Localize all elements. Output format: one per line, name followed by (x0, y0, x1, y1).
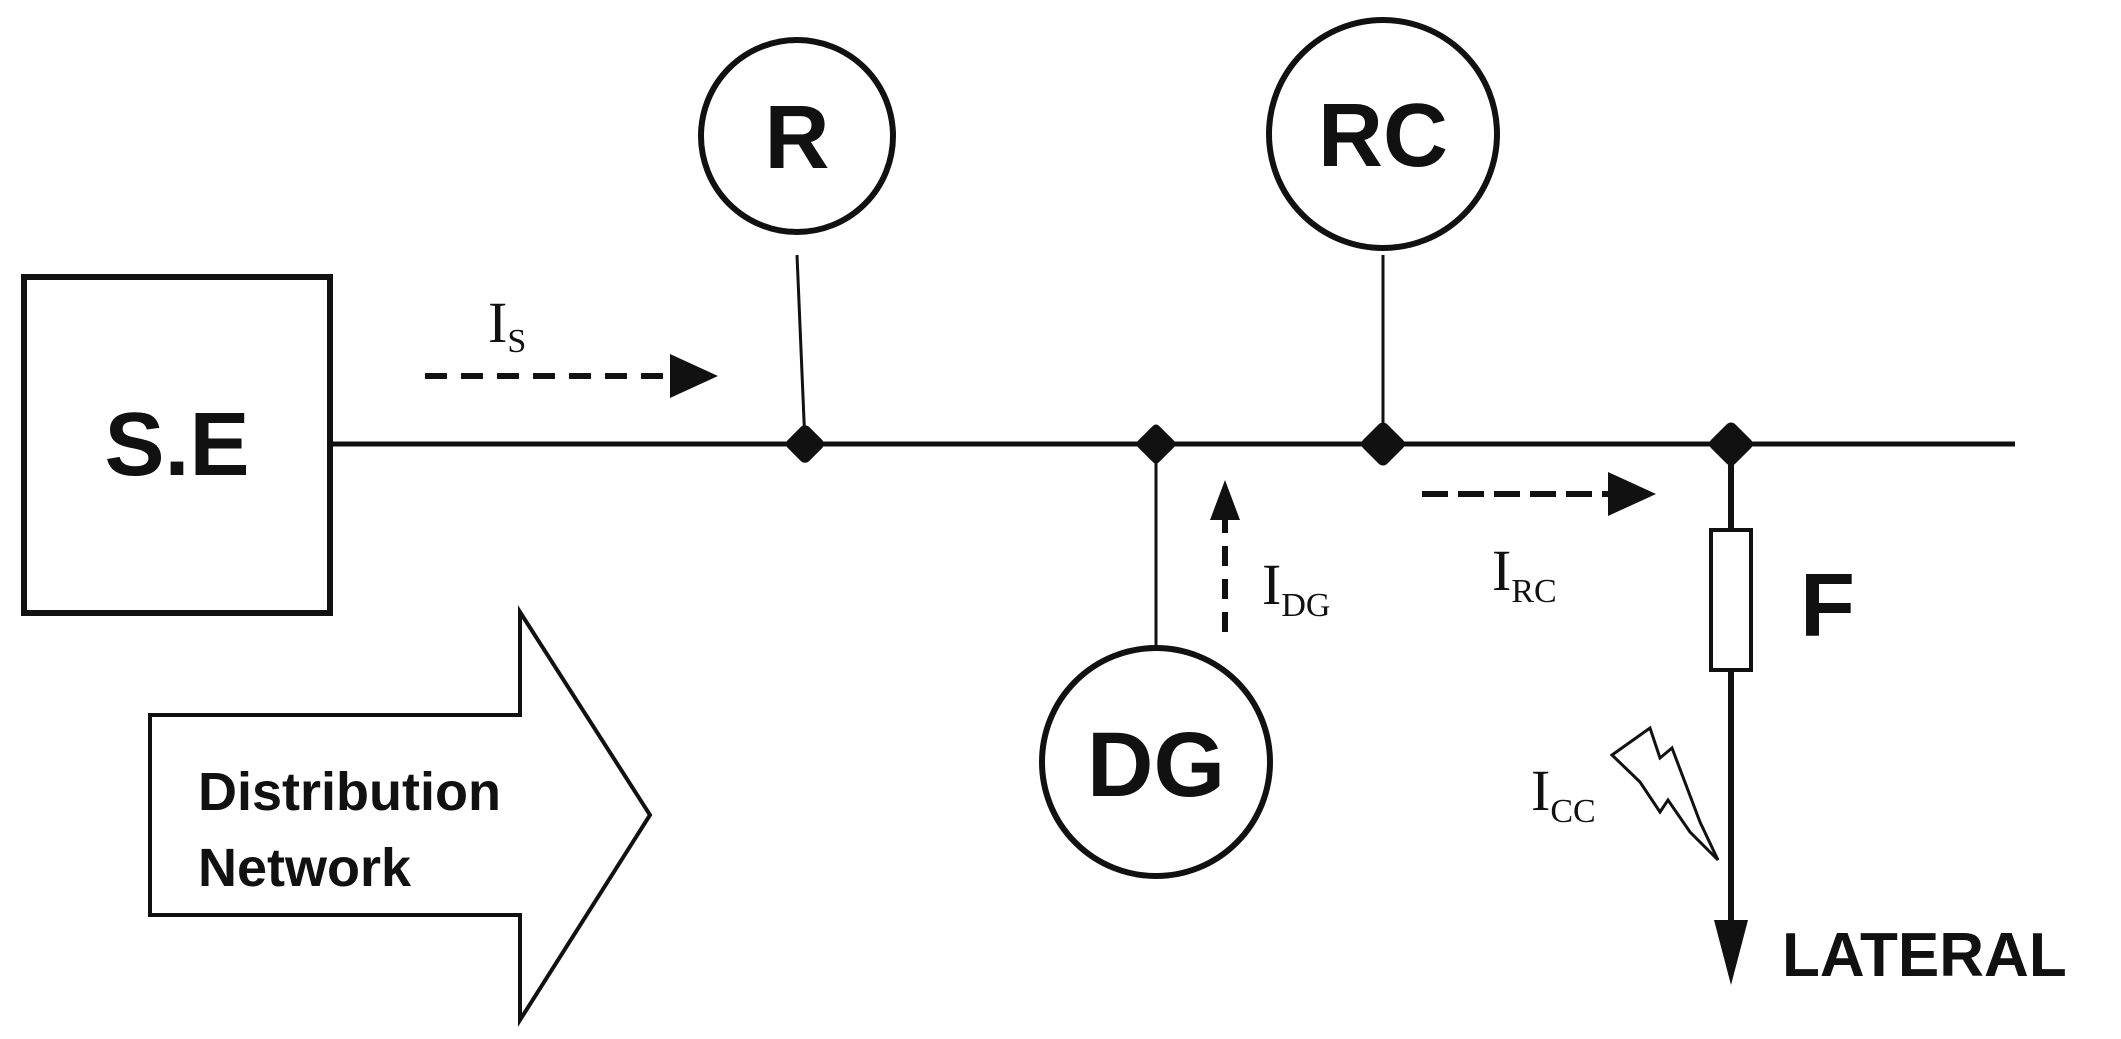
dg-label: DG (1087, 714, 1225, 816)
recloser-controller-label: RC (1318, 86, 1448, 186)
source-current-label: IS (488, 290, 526, 360)
lateral-branch (1709, 422, 1753, 985)
junction-dot-icon (1361, 422, 1405, 466)
rc-current-label: IRC (1492, 538, 1557, 610)
junction-dot-icon (1136, 424, 1176, 464)
junction-dot-icon (786, 425, 824, 463)
recloser-controller-node: RC (1266, 17, 1500, 466)
substation-box: S.E (21, 274, 333, 616)
distribution-network-arrow: Distribution Network (148, 605, 653, 1027)
recloser-node: R (698, 37, 896, 463)
lightning-bolt-icon (1609, 725, 1720, 862)
dg-node: DG (1039, 424, 1273, 879)
fuse-symbol (1709, 528, 1753, 672)
fuse-label: F (1800, 556, 1855, 656)
rc-current-arrow (1422, 472, 1656, 516)
recloser-label: R (765, 88, 830, 188)
source-current-arrow (425, 354, 718, 398)
short-circuit-current-label: ICC (1531, 758, 1596, 830)
lateral-label: LATERAL (1782, 921, 2067, 990)
dg-current-label: IDG (1262, 552, 1330, 624)
dg-current-arrow (1210, 480, 1240, 632)
substation-label: S.E (104, 395, 249, 495)
distribution-network-label: Distribution Network (198, 762, 516, 898)
